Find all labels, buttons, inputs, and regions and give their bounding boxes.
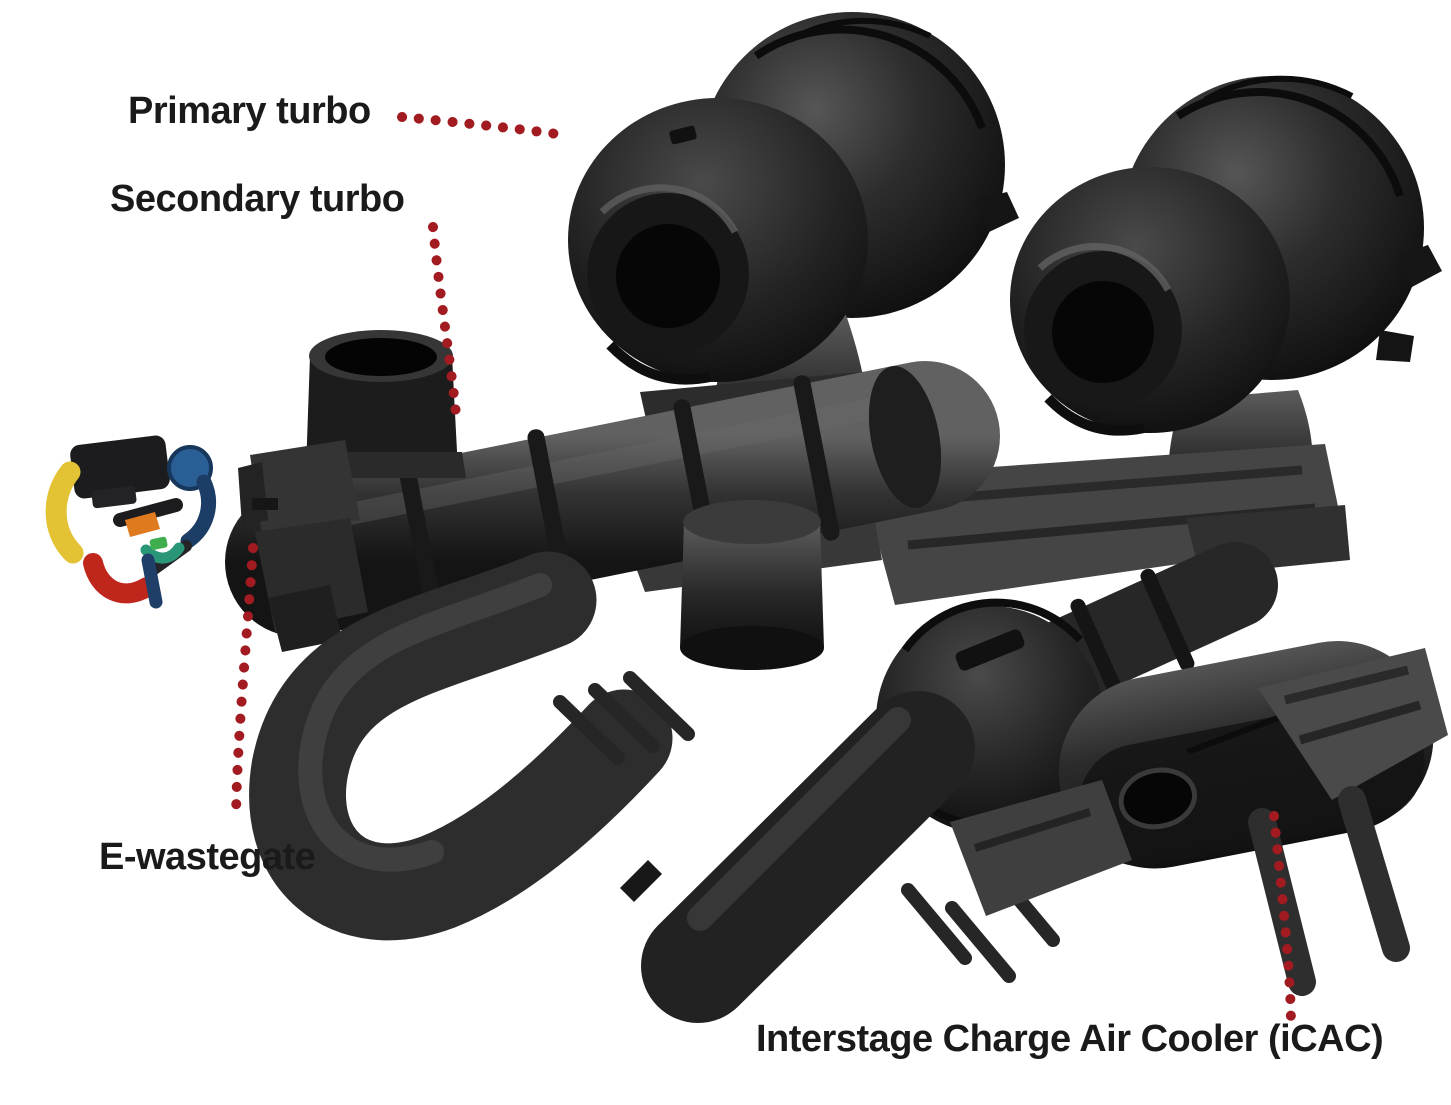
- label-primary-turbo: Primary turbo: [128, 90, 371, 132]
- leader-lines: [231, 112, 1296, 1027]
- u-pipe: [249, 551, 673, 941]
- label-e-wastegate: E-wastegate: [99, 836, 316, 878]
- tailpipe: [620, 691, 975, 1023]
- leader-line-e-wastegate: [231, 543, 258, 823]
- primary-turbo-part: [568, 12, 1019, 470]
- leader-line-icac: [1269, 811, 1296, 1027]
- secondary-turbo-part: [225, 361, 1000, 637]
- inset-thumbnail: [45, 435, 217, 609]
- center-canister: [680, 500, 824, 670]
- label-secondary-turbo: Secondary turbo: [110, 178, 405, 220]
- right-turbo-part: [1010, 75, 1442, 525]
- e-wastegate-part: [238, 440, 368, 652]
- right-bracket: [950, 648, 1448, 996]
- leader-line-primary-turbo: [397, 112, 562, 139]
- label-icac: Interstage Charge Air Cooler (iCAC): [756, 1018, 1384, 1060]
